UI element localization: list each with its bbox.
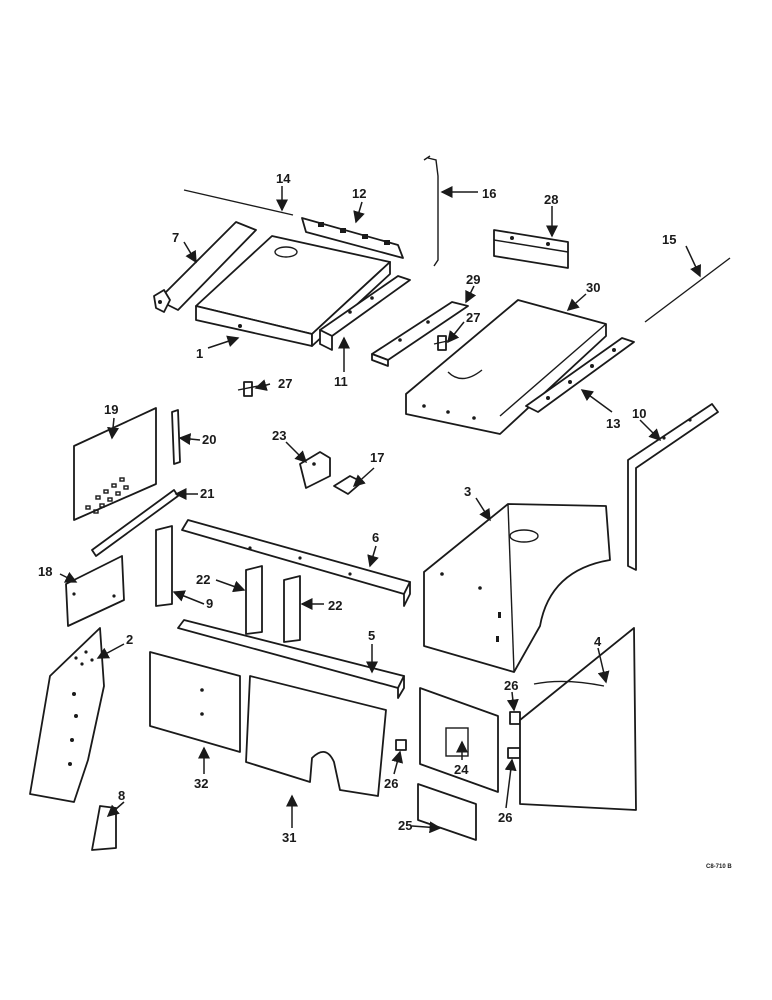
callout-25: 25 (398, 818, 412, 833)
part-24-bracket-panel (419, 687, 499, 793)
part-19-screen (73, 407, 157, 521)
callout-2: 2 (126, 632, 133, 647)
callout-12: 12 (352, 186, 366, 201)
callout-5: 5 (368, 628, 375, 643)
callout-17: 17 (370, 450, 384, 465)
drawing-code: C8-710 B (706, 864, 732, 870)
callout-27-lower: 27 (278, 376, 292, 391)
callout-31: 31 (282, 830, 296, 845)
part-17-clip (333, 475, 363, 495)
part-2-side-panel (29, 627, 105, 803)
callout-15: 15 (662, 232, 676, 247)
callout-13: 13 (606, 416, 620, 431)
part-13-strip (525, 337, 635, 413)
callout-6: 6 (372, 530, 379, 545)
part-11-channel (319, 275, 411, 351)
callout-19: 19 (104, 402, 118, 417)
callout-14: 14 (276, 171, 291, 186)
part-26-fastener-c (507, 747, 521, 759)
part-9-post (155, 525, 173, 607)
part-5-lower-rail (177, 619, 405, 699)
callout-9: 9 (206, 596, 213, 611)
part-7-angle-bar (153, 221, 257, 313)
callout-26-c: 26 (498, 810, 512, 825)
callout-8: 8 (118, 788, 125, 803)
callout-10: 10 (632, 406, 646, 421)
callout-16: 16 (482, 186, 496, 201)
part-28-bracket (493, 229, 569, 269)
callout-18: 18 (38, 564, 52, 579)
part-15-rod (644, 257, 731, 323)
callout-28: 28 (544, 192, 558, 207)
part-1-top-panel (195, 235, 391, 347)
callout-11: 11 (334, 374, 348, 389)
part-20-bar (171, 409, 181, 465)
part-25-plate (417, 783, 477, 841)
callout-22-right: 22 (328, 598, 342, 613)
callout-22-left: 22 (196, 572, 210, 587)
part-23-bracket (299, 451, 331, 489)
callout-21: 21 (200, 486, 214, 501)
part-3-housing (423, 503, 611, 673)
part-4-side-panel (519, 627, 637, 811)
part-27-clip-upper (433, 335, 453, 351)
callout-1: 1 (196, 346, 203, 361)
callout-26-a: 26 (504, 678, 518, 693)
part-31-panel (245, 675, 387, 797)
callout-26-b: 26 (384, 776, 398, 791)
callout-leaders (59, 186, 701, 834)
part-22-post-left (245, 565, 263, 635)
callout-32: 32 (194, 776, 208, 791)
part-26-fastener-b (509, 711, 521, 725)
callout-labels: 14 12 16 28 15 7 1 11 29 27 30 27 13 19 … (38, 171, 732, 870)
part-12-hinge-strip (301, 217, 404, 259)
callout-20: 20 (202, 432, 216, 447)
callout-29: 29 (466, 272, 480, 287)
callout-30: 30 (586, 280, 600, 295)
part-14-rod (183, 189, 294, 216)
callout-23: 23 (272, 428, 286, 443)
part-27-clip-lower (237, 381, 259, 397)
part-26-fastener-a (395, 739, 407, 751)
part-10-frame (627, 403, 719, 571)
part-32-panel (149, 651, 241, 753)
callout-27-upper: 27 (466, 310, 480, 325)
part-18-plate (65, 555, 125, 627)
part-6-cross-rail (181, 519, 411, 607)
part-30-side-panel (405, 299, 607, 435)
part-22-post-right (283, 575, 301, 643)
callout-24: 24 (454, 762, 469, 777)
callout-4: 4 (594, 634, 602, 649)
callout-3: 3 (464, 484, 471, 499)
callout-7: 7 (172, 230, 179, 245)
part-29-plate (371, 301, 469, 367)
part-16-rod (423, 155, 439, 267)
